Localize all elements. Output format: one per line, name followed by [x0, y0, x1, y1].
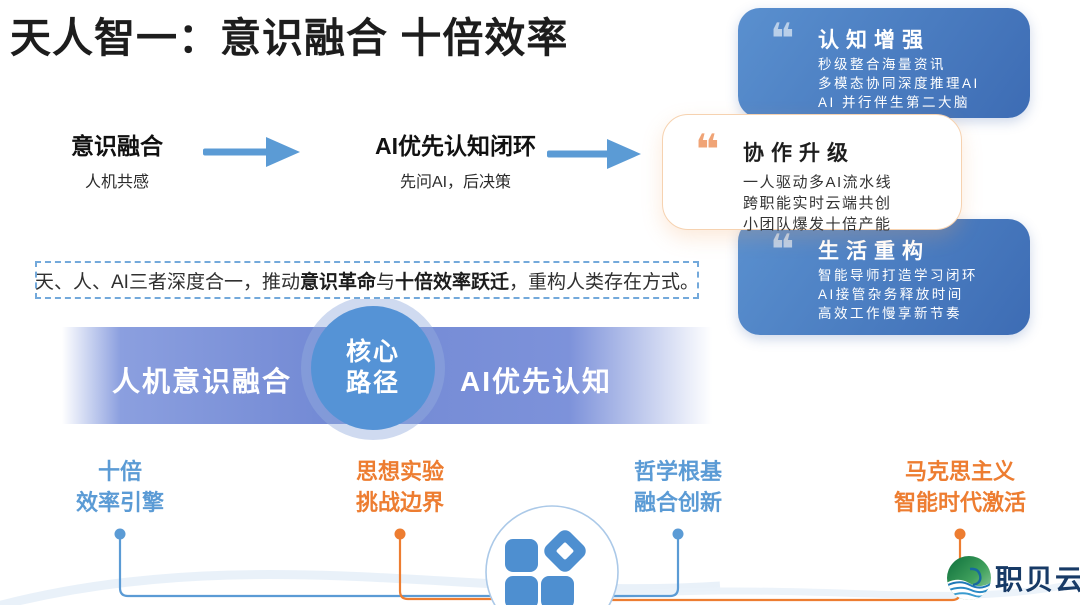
card-line: 小团队爆发十倍产能 [743, 216, 892, 233]
key-statement-box: 天、人、AI三者深度合一，推动意识革命与十倍效率跃迁，重构人类存在方式。 [35, 261, 699, 299]
brand-emblem-icon [947, 556, 991, 600]
pillar-thought-experiment: 思想实验 挑战边界 [310, 456, 490, 518]
flow-step-subtitle: 人机共感 [84, 174, 149, 191]
card-line: 高效工作慢享新节奏 [818, 306, 962, 321]
card-body: 一人驱动多AI流水线 跨职能实时云端共创 小团队爆发十倍产能 [743, 172, 892, 235]
pillar-line: 融合创新 [633, 490, 722, 515]
card-line: 多模态协同深度推理AI [818, 76, 980, 91]
card-line: 跨职能实时云端共创 [743, 195, 892, 212]
brand-name: 职贝云数 [995, 564, 1080, 595]
card-body: 智能导师打造学习闭环 AI接管杂务释放时间 高效工作慢享新节奏 [818, 266, 978, 323]
quote-icon: ❝ [770, 15, 795, 62]
card-body: 秒级整合海量资讯 多模态协同深度推理AI AI 并行伴生第二大脑 [818, 55, 980, 112]
quote-icon: ❝ [695, 126, 720, 173]
pillar-philosophy-foundation: 哲学根基 融合创新 [588, 456, 768, 518]
flow-step-title: 意识融合 [71, 133, 163, 159]
card-life-restructure: ❝ 生活重构 智能导师打造学习闭环 AI接管杂务释放时间 高效工作慢享新节奏 [738, 219, 1030, 335]
squares-diamond-icon [505, 530, 586, 605]
card-title: 生活重构 [818, 240, 930, 263]
pillar-line: 马克思主义 [904, 459, 1015, 484]
card-line: 智能导师打造学习闭环 [818, 268, 978, 283]
core-label-line: 核心 [345, 338, 400, 366]
flow-step-ai-first-loop: AI优先认知闭环 先问AI，后决策 [348, 127, 563, 192]
statement-text: 与 [375, 271, 395, 293]
flow-step-title: AI优先认知闭环 [375, 133, 536, 159]
statement-text: 天、人、AI三者深度合一，推动 [35, 271, 300, 293]
core-label-line: 路径 [345, 369, 400, 397]
pillar-line: 挑战边界 [355, 490, 444, 515]
card-cognitive-enhancement: ❝ 认知增强 秒级整合海量资讯 多模态协同深度推理AI AI 并行伴生第二大脑 [738, 8, 1030, 118]
brand-logo: 职贝云数 [946, 555, 1080, 601]
quote-icon: ❝ [770, 226, 795, 273]
pillar-line: 哲学根基 [633, 459, 722, 484]
pillar-tenfold-efficiency: 十倍 效率引擎 [30, 456, 210, 518]
banner-left-label: 人机意识融合 [112, 366, 293, 397]
statement-bold: 意识革命 [299, 271, 376, 293]
card-line: AI 并行伴生第二大脑 [818, 95, 971, 110]
pillar-line: 思想实验 [355, 459, 444, 484]
banner-right-label: AI优先认知 [460, 366, 613, 397]
pillar-line: 十倍 [97, 459, 142, 484]
page-title: 天人智一：意识融合 十倍效率 [10, 15, 569, 61]
pillar-line: 智能时代激活 [893, 490, 1026, 515]
pillar-marxism-activation: 马克思主义 智能时代激活 [853, 456, 1067, 518]
core-path-circle: 核心 路径 [311, 306, 435, 430]
card-collaboration-upgrade: ❝ 协作升级 一人驱动多AI流水线 跨职能实时云端共创 小团队爆发十倍产能 [662, 114, 962, 233]
card-line: 一人驱动多AI流水线 [743, 174, 893, 191]
card-line: AI接管杂务释放时间 [818, 287, 964, 302]
statement-text: ，重构人类存在方式。 [509, 271, 700, 293]
flow-step-consciousness-fusion: 意识融合 人机共感 [42, 127, 192, 192]
card-title: 协作升级 [743, 142, 855, 165]
arrow-right-icon [203, 137, 300, 167]
flow-step-subtitle: 先问AI，后决策 [399, 174, 512, 191]
arrow-right-icon [547, 139, 641, 169]
pillar-line: 效率引擎 [75, 490, 164, 515]
card-title: 认知增强 [818, 29, 930, 52]
card-line: 秒级整合海量资讯 [818, 57, 946, 72]
statement-bold: 十倍效率跃迁 [394, 271, 509, 293]
